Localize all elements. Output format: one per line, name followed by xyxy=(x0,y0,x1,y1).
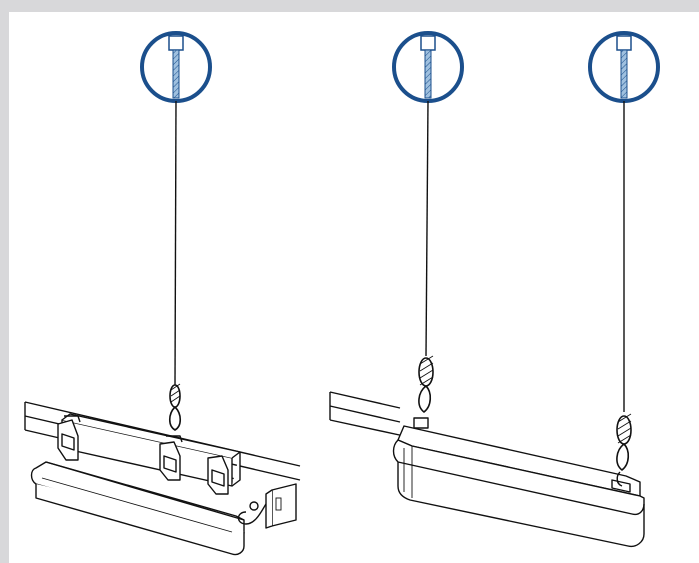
frame-top-border xyxy=(0,0,699,12)
fixture-base-left xyxy=(30,461,245,556)
panel-left xyxy=(24,31,301,556)
clip-left-2 xyxy=(159,435,183,481)
clip-left-1 xyxy=(57,415,81,461)
ceiling-anchor-detail-right-a xyxy=(392,31,464,103)
ceiling-anchor-detail-right-b xyxy=(588,31,660,103)
suspension-wire-right-a xyxy=(425,100,429,357)
wire-gripper-left xyxy=(168,383,182,431)
wire-gripper-right-a xyxy=(418,355,434,414)
panel-right xyxy=(329,31,660,548)
frame-left-border xyxy=(0,0,9,563)
wire-gripper-right-b xyxy=(616,413,632,472)
clip-left-3 xyxy=(207,455,229,495)
suspension-wire-left xyxy=(174,100,177,386)
fixture-body-right xyxy=(392,417,645,548)
support-rails-right xyxy=(329,391,405,437)
ceiling-anchor-detail-left xyxy=(140,31,212,103)
power-connector-left xyxy=(237,483,297,529)
